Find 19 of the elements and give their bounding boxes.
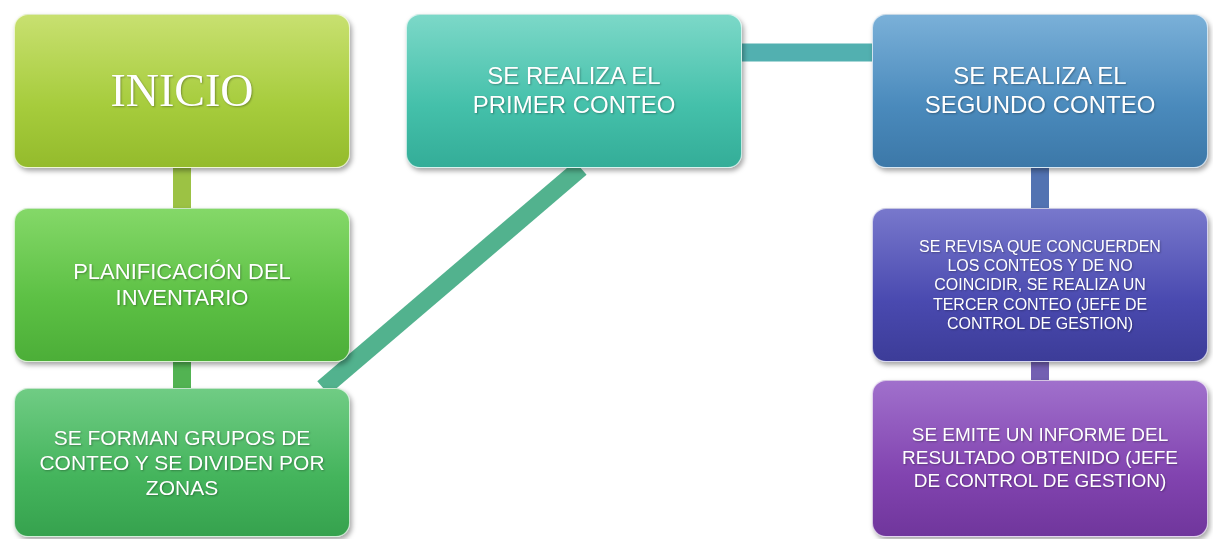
process-box — [872, 14, 1208, 168]
process-box — [872, 208, 1208, 362]
box-text: SE EMITE UN INFORME DEL RESULTADO OBTENIDO (JEFE DE CONTROL DE GESTION) — [901, 424, 1179, 493]
process-box — [14, 208, 350, 362]
box-text: SE FORMAN GRUPOS DE CONTEO Y SE DIVIDEN POR ZONAS — [38, 424, 326, 501]
connector-bar — [1031, 168, 1049, 208]
box-text: SE REALIZA EL SEGUNDO CONTEO — [923, 62, 1157, 120]
process-box — [406, 14, 742, 168]
connector-bar — [173, 362, 191, 388]
process-box — [14, 14, 350, 168]
process-box — [14, 388, 350, 537]
box-text: SE REVISA QUE CONCUERDEN LOS CONTEOS Y DE NO COINCIDIR, SE REALIZA UN TERCER CONTEO (JEFE DE CONTROL DE GESTION) — [918, 237, 1162, 333]
connector-bar — [742, 43, 872, 62]
process-box — [872, 380, 1208, 537]
connector-bar — [173, 168, 191, 208]
box-text: INICIO — [110, 64, 254, 119]
connector-bar — [1031, 362, 1049, 380]
box-text: SE REALIZA EL PRIMER CONTEO — [471, 62, 677, 120]
box-text: PLANIFICACIÓN DEL INVENTARIO — [72, 258, 292, 312]
